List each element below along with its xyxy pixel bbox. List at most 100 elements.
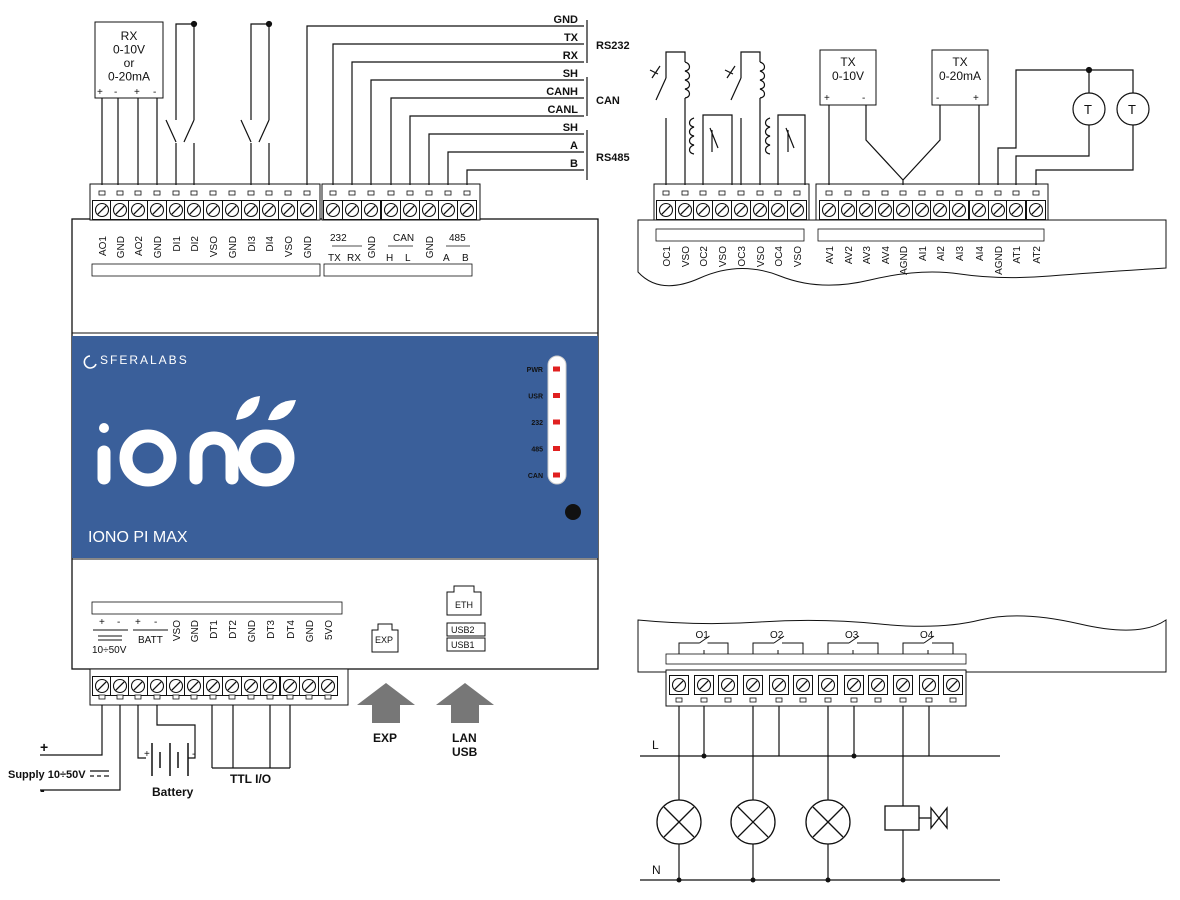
sferalabs-logo: SFERALABS bbox=[83, 353, 189, 369]
terminal-label: AI3 bbox=[955, 246, 966, 261]
terminal-label: VSO bbox=[172, 620, 183, 641]
terminal-label: GND bbox=[367, 236, 378, 258]
terminal-label: L bbox=[405, 253, 411, 264]
terminal-label: VSO bbox=[284, 236, 295, 257]
svg-text:T: T bbox=[1084, 102, 1092, 117]
junction bbox=[676, 877, 682, 883]
terminal-label: AGND bbox=[994, 246, 1005, 275]
terminal-label: OC2 bbox=[699, 246, 710, 267]
terminal-label: VSO bbox=[209, 236, 220, 257]
terminal-label: GND bbox=[190, 620, 201, 642]
led-label: 485 bbox=[531, 447, 543, 454]
relay-terminal-block bbox=[665, 669, 967, 707]
svg-text:ETH: ETH bbox=[455, 600, 473, 610]
oc-output-loads bbox=[649, 51, 806, 185]
terminal-label: AV4 bbox=[881, 246, 892, 265]
terminal-label: H bbox=[386, 253, 393, 264]
terminal-label: DI2 bbox=[190, 236, 201, 252]
terminal-label: GND bbox=[116, 236, 127, 258]
terminal-label: DT2 bbox=[228, 620, 239, 639]
screw-terminal bbox=[221, 675, 243, 700]
tx-sign: + bbox=[824, 93, 830, 104]
terminal-label: GND bbox=[247, 620, 258, 642]
brand-text: SFERALABS bbox=[100, 353, 189, 367]
bus-line-label: SH bbox=[563, 122, 578, 134]
led-label: 232 bbox=[531, 420, 543, 427]
screw-terminal bbox=[127, 675, 149, 700]
lan-arrow-label: LAN bbox=[452, 731, 477, 745]
exp-port[interactable]: EXP bbox=[371, 623, 399, 653]
screw-terminal bbox=[240, 675, 262, 700]
screw-terminal bbox=[317, 675, 339, 700]
batt-label: BATT bbox=[138, 635, 163, 646]
terminal-label: AV1 bbox=[825, 246, 836, 265]
bottom-left-terminal-block bbox=[89, 668, 349, 706]
screw-terminal bbox=[183, 675, 205, 700]
bus-line-label: TX bbox=[564, 32, 579, 44]
junction bbox=[825, 877, 831, 883]
screw-terminal bbox=[259, 675, 281, 700]
terminal-label: OC1 bbox=[662, 246, 673, 267]
terminal-label: DT1 bbox=[209, 620, 220, 639]
iono-module bbox=[71, 218, 599, 670]
terminal-label: OC3 bbox=[737, 246, 748, 267]
temperature-sensor-icon: T T bbox=[1072, 92, 1150, 126]
exp-arrow-icon bbox=[357, 683, 415, 723]
tx-box-text: 0-20mA bbox=[939, 69, 981, 83]
bus-group-label: CAN bbox=[596, 95, 620, 107]
rx-box-text: 0-20mA bbox=[108, 70, 150, 84]
terminal-label: AI1 bbox=[918, 246, 929, 261]
reset-button[interactable] bbox=[565, 504, 581, 520]
terminal-label: VSO bbox=[756, 246, 767, 267]
status-led bbox=[553, 393, 560, 398]
terminal-label: DT3 bbox=[266, 620, 277, 639]
terminal-label: VSO bbox=[718, 246, 729, 267]
iono-logo bbox=[97, 423, 295, 487]
bus-line-label: CANL bbox=[547, 104, 578, 116]
usb-ports[interactable]: USB2 USB1 bbox=[446, 622, 486, 652]
terminal-label: VSO bbox=[681, 246, 692, 267]
front-panel bbox=[72, 336, 598, 558]
supply-range: 10÷50V bbox=[92, 645, 127, 656]
led-label: CAN bbox=[528, 473, 543, 480]
svg-text:T: T bbox=[1128, 102, 1136, 117]
terminal-label: OC4 bbox=[774, 246, 785, 267]
supply-label: Supply 10÷50V bbox=[8, 769, 86, 781]
tx-box-text: 0-10V bbox=[832, 69, 864, 83]
battery-icon bbox=[151, 743, 189, 776]
relay-label: O2 bbox=[770, 630, 784, 641]
screw-terminal bbox=[298, 675, 320, 700]
supply-plus: + bbox=[40, 739, 48, 755]
digital-input-switches bbox=[165, 20, 273, 185]
terminal-label: 5VO bbox=[324, 620, 335, 640]
supply-batt-markers bbox=[93, 629, 168, 641]
terminal-label: DI1 bbox=[172, 236, 183, 252]
screw-terminal bbox=[146, 675, 168, 700]
svg-text:USB1: USB1 bbox=[451, 640, 475, 650]
terminal-label: - bbox=[117, 617, 120, 628]
terminal-label: B bbox=[462, 253, 469, 264]
exp-arrow-label: EXP bbox=[373, 731, 397, 745]
status-led bbox=[553, 446, 560, 451]
terminal-label: GND bbox=[425, 236, 436, 258]
junction bbox=[851, 753, 857, 759]
terminal-label: AV3 bbox=[862, 246, 873, 265]
solenoid-valve-icon bbox=[884, 805, 948, 831]
top-left-terminal-block bbox=[89, 183, 481, 221]
bus-line-label: B bbox=[570, 158, 578, 170]
status-led bbox=[553, 366, 560, 372]
eth-port[interactable]: ETH bbox=[446, 585, 482, 616]
led-label: PWR bbox=[527, 367, 543, 374]
screw-terminal bbox=[202, 675, 224, 700]
junction bbox=[900, 877, 906, 883]
terminal-label: AT1 bbox=[1012, 246, 1023, 264]
group-label: 485 bbox=[449, 233, 466, 244]
junction bbox=[701, 753, 707, 759]
